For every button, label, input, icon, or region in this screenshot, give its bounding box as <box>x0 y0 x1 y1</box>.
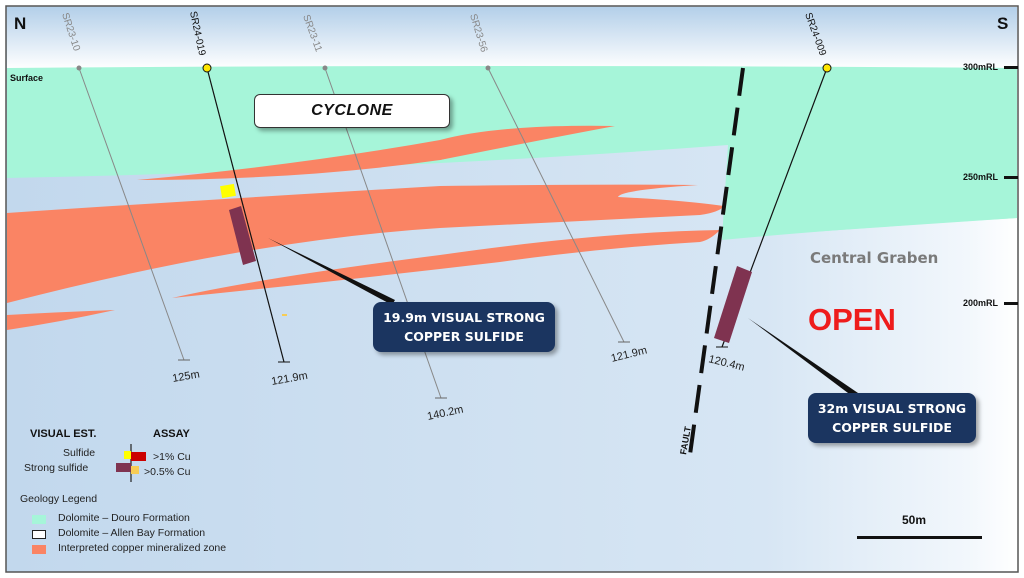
sulfide-interval <box>220 183 236 199</box>
legend-visual-strong-sulfide: Strong sulfide <box>24 462 89 474</box>
legend-assay-header: ASSAY <box>153 428 190 440</box>
sky-band <box>7 7 1017 69</box>
callout-line: COPPER SULFIDE <box>404 329 524 344</box>
callout-line: COPPER SULFIDE <box>832 420 952 435</box>
legend-assay-low: >0.5% Cu <box>144 466 191 478</box>
callout-leader-1 <box>268 238 395 305</box>
fault-line <box>687 67 745 463</box>
north-indicator: N <box>14 14 27 33</box>
douro-formation-south <box>7 68 1017 240</box>
drill-hole-sr23-10[interactable] <box>76 65 191 361</box>
open-label: OPEN <box>808 302 896 337</box>
callout-leader-2 <box>748 318 858 396</box>
elevation-tick-200 <box>1004 302 1018 305</box>
legend-visual-sulfide: Sulfide <box>63 447 96 459</box>
elevation-label-300: 300mRL <box>963 62 999 72</box>
legend-graphics <box>116 444 146 482</box>
callout-sr24-009: 32m VISUAL STRONG COPPER SULFIDE <box>808 393 976 443</box>
scale-bar-label: 50m <box>902 513 927 527</box>
strong-sulfide-interval <box>229 206 256 265</box>
elevation-label-250: 250mRL <box>963 172 999 182</box>
swatch-mineralized <box>32 545 46 554</box>
region-label: Central Graben <box>810 249 939 267</box>
drill-hole-sr24-019[interactable] <box>202 63 290 363</box>
elevation-label-200: 200mRL <box>963 298 999 308</box>
depth-label-sr23-10: 125m <box>171 368 200 385</box>
surface-label: Surface <box>10 73 44 83</box>
scale-bar <box>857 536 982 539</box>
swatch-allen-bay <box>32 530 46 539</box>
fault-label: FAULT <box>678 425 693 455</box>
geology-item-douro: Dolomite – Douro Formation <box>58 512 190 524</box>
drill-hole-sr23-56[interactable] <box>485 65 631 343</box>
elevation-tick-250 <box>1004 176 1018 179</box>
callout-sr24-019: 19.9m VISUAL STRONG COPPER SULFIDE <box>373 302 555 352</box>
project-label: CYCLONE <box>311 102 393 119</box>
south-indicator: S <box>997 14 1009 33</box>
legend-visual-header: VISUAL EST. <box>30 428 97 440</box>
strong-sulfide-interval <box>714 266 752 343</box>
drill-hole-sr24-009[interactable] <box>714 63 832 348</box>
geology-item-allen-bay: Dolomite – Allen Bay Formation <box>58 527 206 539</box>
geology-item-mineralized: Interpreted copper mineralized zone <box>58 542 227 554</box>
elevation-tick-300 <box>1004 66 1018 69</box>
mineralized-zones <box>7 125 724 330</box>
geology-legend-title: Geology Legend <box>20 493 98 505</box>
swatch-douro <box>32 515 46 524</box>
project-label-box: CYCLONE <box>254 94 450 128</box>
callout-line: 19.9m VISUAL STRONG <box>383 310 545 325</box>
legend-assay-high: >1% Cu <box>153 451 191 463</box>
callout-line: 32m VISUAL STRONG <box>817 401 967 416</box>
